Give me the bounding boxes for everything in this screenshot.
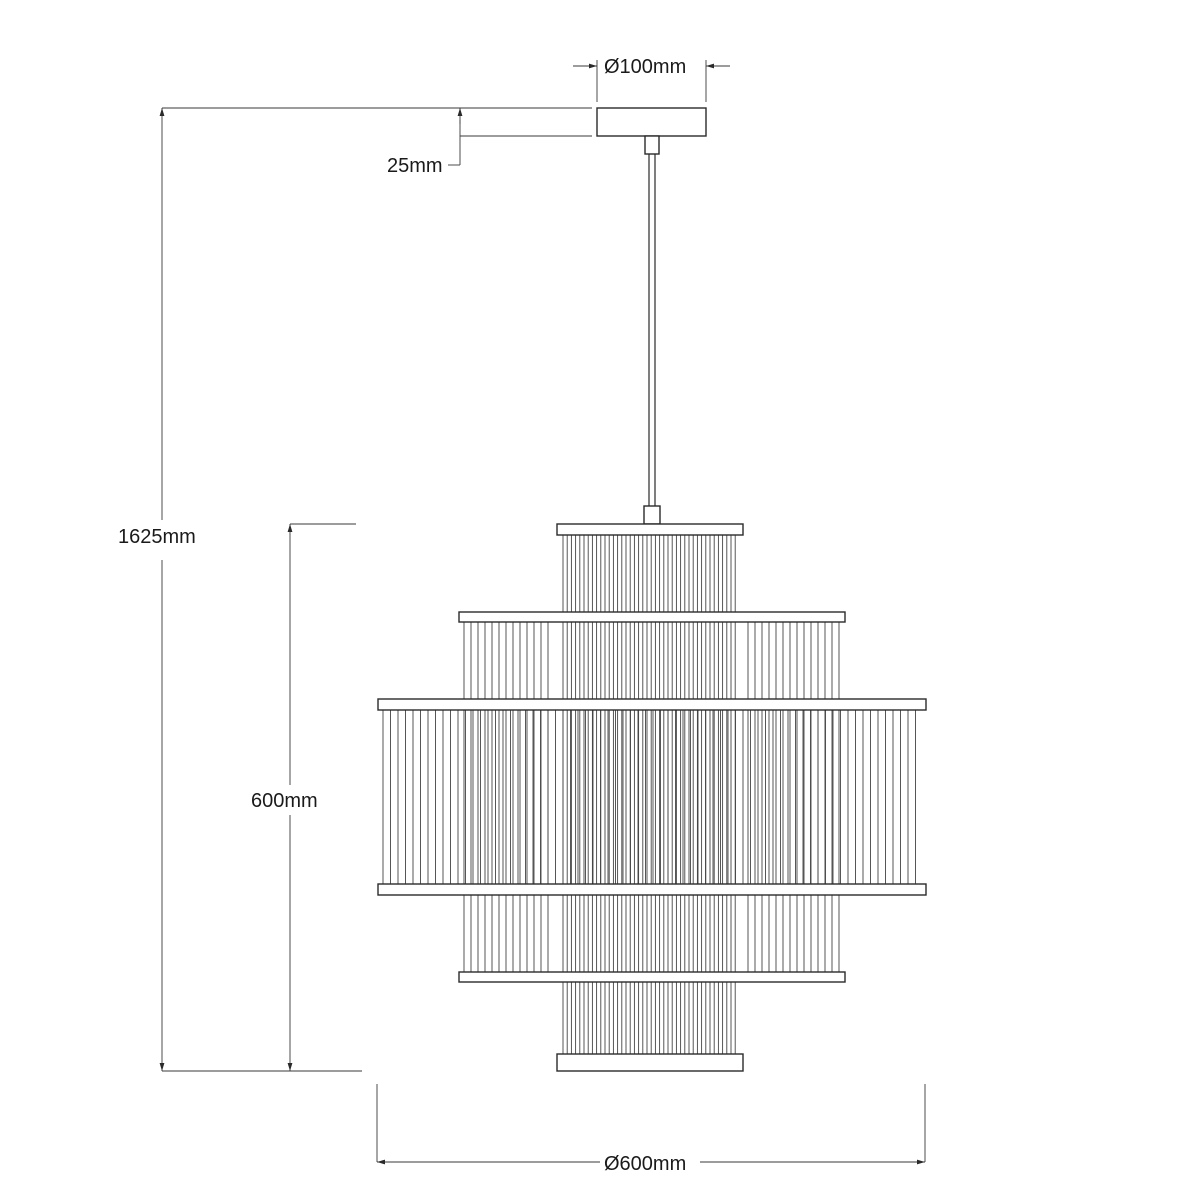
shade-diameter-dimension: Ø600mm [376,1084,926,1175]
canopy-diameter-label: Ø100mm [604,56,686,78]
lower-outer-ring [377,883,927,896]
canopy-diameter-dimension: Ø100mm [573,56,730,102]
shade-height-dimension: 600mm [251,523,356,1071]
middle-tier-rod-group [463,622,840,972]
shade-body [377,523,927,1072]
total-height-label: 1625mm [118,526,196,548]
shade-diameter-label: Ø600mm [604,1153,686,1175]
top-core-ring [556,523,744,536]
lower-middle-ring [458,971,846,983]
upper-middle-ring [458,611,846,623]
suspension-cable [643,135,661,525]
ceiling-canopy [596,107,707,137]
bottom-core-ring [556,1053,744,1072]
shade-height-label: 600mm [251,790,318,812]
outer-tier-rod-group [382,710,916,884]
upper-outer-ring [377,698,927,711]
canopy-height-dimension: 25mm [387,107,592,177]
total-height-dimension: 1625mm [118,107,592,1072]
canopy-height-label: 25mm [387,155,443,177]
